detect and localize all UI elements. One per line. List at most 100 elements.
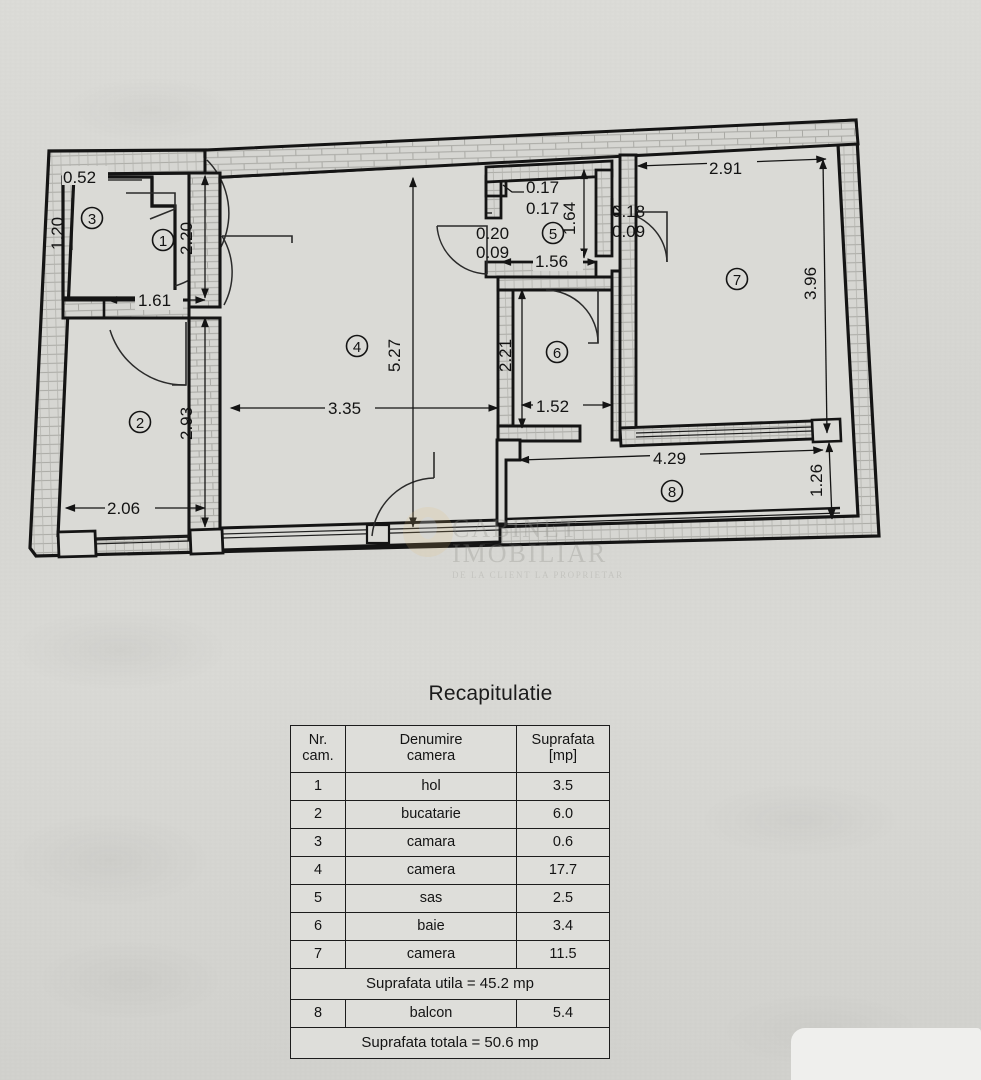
plan-geometry	[28, 118, 881, 559]
table-body: 1 hol 3.5 2 bucatarie 6.0 3 camara 0.6 4…	[290, 772, 610, 1059]
cell-name: camera	[345, 940, 517, 969]
dim-2-06: 2.06	[107, 499, 140, 518]
balcon-parapet-2	[505, 512, 841, 525]
sas-door-leaf-left	[437, 225, 488, 274]
dim-1-52: 1.52	[536, 397, 569, 416]
room-marker-5: 5	[541, 221, 565, 245]
table-row: 6 baie 3.4	[290, 912, 610, 941]
cell-nr: 2	[290, 800, 346, 829]
dim-0-17-a: 0.17	[526, 178, 559, 197]
dim-0-17-b: 0.17	[526, 199, 559, 218]
cell-name: hol	[345, 772, 517, 801]
bucatarie-door-leaf	[172, 322, 187, 386]
room-marker-7-label: 7	[733, 272, 741, 289]
baie-bottom-wall	[496, 424, 582, 443]
cell-area: 3.5	[516, 772, 610, 801]
baie-door-leaf	[588, 290, 599, 344]
dim-0-52: 0.52	[63, 168, 96, 187]
cell-name: camara	[345, 828, 517, 857]
recapitulatie-table-wrapper: Nr. cam. Denumire camera Suprafata [mp] …	[290, 725, 610, 1059]
exterior-wall-inner-face	[56, 142, 860, 542]
col-header-nr-l2: cam.	[302, 748, 334, 764]
pillar-mid-bottom	[188, 527, 225, 556]
baie-top-wall	[496, 275, 614, 292]
watermark: CABINET IMOBILIAR DE LA CLIENT LA PROPRI…	[403, 507, 624, 580]
col-header-denumire: Denumire camera	[345, 725, 517, 773]
pillar-left-bottom	[56, 529, 98, 559]
camera7-balcony-opening	[635, 426, 813, 434]
room-marker-8-label: 8	[668, 484, 676, 501]
table-row: 3 camara 0.6	[290, 828, 610, 857]
dim-3-96-line	[819, 158, 831, 434]
balcon-parapet	[505, 506, 841, 521]
room-marker-6-label: 6	[553, 345, 561, 362]
table-row: 7 camera 11.5	[290, 940, 610, 969]
dim-1-26-line	[825, 441, 836, 520]
cell-name: bucatarie	[345, 800, 517, 829]
col-header-suprafata: Suprafata [mp]	[516, 725, 610, 773]
room3-door-leaf	[126, 192, 176, 220]
dim-1-64: 1.64	[560, 202, 579, 235]
dim-3-35: 3.35	[328, 399, 361, 418]
dim-0-09-right: 0.09	[612, 222, 645, 241]
sas-door-swing-left	[436, 225, 488, 275]
room-marker-4: 4	[345, 334, 369, 358]
dim-0-09-left: 0.09	[476, 243, 509, 262]
col-header-sup-l1: Suprafata	[531, 732, 595, 749]
camera4-window-mullion	[365, 523, 391, 545]
cell-nr: 6	[290, 912, 346, 941]
sas-niche-top	[484, 176, 508, 198]
dim-2-91: 2.91	[709, 159, 742, 178]
cell-nr: 3	[290, 828, 346, 857]
room-marker-5-label: 5	[549, 226, 557, 243]
corner-overlay-card	[791, 1028, 981, 1080]
camera7-left-wall	[618, 153, 638, 442]
camera4-window-line-b	[221, 529, 500, 539]
cell-nr: 8	[290, 999, 346, 1028]
balcony-row: 8 balcon 5.4	[290, 999, 610, 1028]
dim-1-56: 1.56	[535, 252, 568, 271]
cell-area: 3.4	[516, 912, 610, 941]
cell-area: 11.5	[516, 940, 610, 969]
col-header-nr: Nr. cam.	[290, 725, 346, 773]
table-row: 4 camera 17.7	[290, 856, 610, 885]
dimension-text-group: 0.52 1.20 2.20 1.61 2.93 2.06 5.27 3.35 …	[48, 158, 826, 518]
cell-name: baie	[345, 912, 517, 941]
table-head: Nr. cam. Denumire camera Suprafata [mp]	[290, 725, 610, 773]
dim-0-18: 0.18	[612, 202, 645, 221]
dim-2-21: 2.21	[496, 339, 515, 372]
hol-door-swing	[221, 235, 233, 306]
room3-step-detail	[150, 177, 175, 208]
room-marker-2-label: 2	[136, 415, 144, 432]
dim-1-20: 1.20	[48, 217, 67, 250]
cell-area: 2.5	[516, 884, 610, 913]
room-number-markers: 1 2 3 4 5 6 7 8	[80, 206, 749, 503]
dim-0-20: 0.20	[476, 224, 509, 243]
cell-area: 6.0	[516, 800, 610, 829]
table-row: 5 sas 2.5	[290, 884, 610, 913]
room-marker-1-label: 1	[159, 233, 167, 250]
room-marker-6: 6	[545, 340, 569, 364]
watermark-badge-icon	[403, 507, 453, 557]
cell-nr: 7	[290, 940, 346, 969]
watermark-tagline: DE LA CLIENT LA PROPRIETAR	[452, 570, 624, 580]
dim-1-26: 1.26	[807, 464, 826, 497]
room-marker-1: 1	[151, 228, 175, 252]
camera4-balcony-door-swing	[371, 477, 435, 537]
watermark-line2: IMOBILIAR	[452, 539, 607, 568]
camera7-balcony-opening2	[635, 430, 813, 438]
dim-2-20: 2.20	[177, 222, 196, 255]
watermark-line1: CABINET	[452, 514, 579, 543]
dim-1-61: 1.61	[138, 291, 171, 310]
col-header-den-l1: Denumire	[399, 732, 463, 749]
cell-area: 5.4	[516, 999, 610, 1028]
table-header-row: Nr. cam. Denumire camera Suprafata [mp]	[290, 725, 610, 773]
dim-5-27: 5.27	[385, 339, 404, 372]
sas-right-wall	[594, 168, 614, 258]
col-header-sup-l2: [mp]	[548, 748, 578, 764]
page-title: Recapitulatie	[428, 682, 553, 705]
cell-area: 17.7	[516, 856, 610, 885]
table-row: 2 bucatarie 6.0	[290, 800, 610, 829]
room-marker-2: 2	[128, 410, 152, 434]
cell-name: camera	[345, 856, 517, 885]
